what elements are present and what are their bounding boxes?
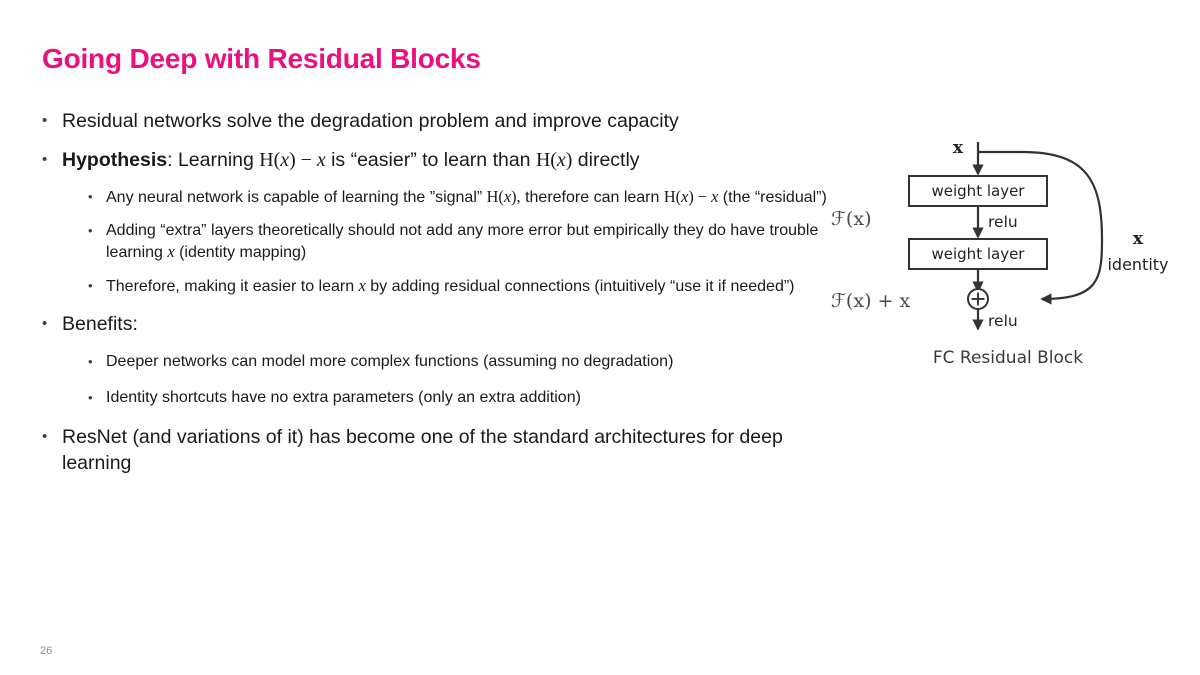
hypothesis-text-b: is “easier” to learn than [325,149,536,171]
sub-bullet-text: Deeper networks can model more complex f… [106,353,674,370]
weight-layer-1-label: weight layer [932,182,1026,200]
math-h-close: ) [565,149,573,171]
weight-layer-2-label: weight layer [932,245,1026,263]
bullet-text: Residual networks solve the degradation … [62,110,679,132]
relu-label-2: relu [988,312,1018,330]
sub-bullet-any-neural-network: • Any neural network is capable of learn… [40,186,830,209]
sub-bullet-identity-shortcuts: • Identity shortcuts have no extra param… [40,387,830,409]
bullet-marker: • [42,428,48,445]
sub1-text-b: therefore can learn [520,189,664,206]
sub1-text-a: Any neural network is capable of learnin… [106,189,487,206]
bullet-item-residual-networks: • Residual networks solve the degradatio… [40,108,830,134]
bullet-text: ResNet (and variations of it) has become… [62,426,783,474]
figure-caption: FC Residual Block [932,348,1084,368]
math-var-x: x [556,149,566,171]
sub2-text-a: Adding “extra” layers theoretically shou… [106,221,819,262]
math-var-x: x [316,149,326,171]
page-title: Going Deep with Residual Blocks [42,43,481,74]
sub-bullet-text: Identity shortcuts have no extra paramet… [106,388,581,406]
math-h-open: H( [663,187,682,206]
sub1-text-c: (the “residual”) [718,189,827,206]
weight-layer-box-2 [908,238,1048,270]
bullet-marker: • [88,389,93,405]
math-var-x: x [681,187,689,206]
sub3-text-b: by adding residual connections (intuitiv… [365,277,795,295]
math-var-x: x [358,275,366,295]
bullet-marker: • [88,354,93,369]
bullet-marker: • [42,315,48,332]
math-var-x: x [503,187,512,206]
sub-bullet-adding-extra-layers: • Adding “extra” layers theoretically sh… [40,220,830,264]
relu-label-1: relu [988,213,1018,231]
skip-connection-curve [978,150,1104,305]
math-h-open: H( [259,149,281,171]
input-x-label: x [953,138,964,158]
bullet-marker: • [88,222,93,238]
sub-bullet-text: Therefore, making it easier to learn x b… [106,275,830,298]
bullet-marker: • [88,189,93,204]
sub-bullet-therefore-easier: • Therefore, making it easier to learn x… [40,275,830,298]
identity-label: identity [1107,255,1168,274]
bullet-marker: • [42,112,48,129]
bullet-item-resnet: • ResNet (and variations of it) has beco… [40,424,830,476]
math-h-open: H( [486,187,504,206]
bullet-marker: • [42,151,48,168]
math-h-close-minus: ) − [289,149,317,171]
bullet-item-hypothesis: • Hypothesis: Learning H(x) − x is “easi… [40,147,830,173]
f-of-x-plus-x-label: ℱ(x) + x [831,290,910,312]
bullet-marker: • [88,277,93,293]
math-h-open: H( [535,149,557,171]
math-h-close: ), [511,187,521,206]
sub-bullet-text: Any neural network is capable of learnin… [106,186,830,209]
page-number: 26 [40,645,53,657]
bullet-list: • Residual networks solve the degradatio… [40,108,830,489]
hypothesis-text-a: : Learning [167,149,260,171]
math-var-x: x [167,242,175,261]
math-var-x: x [711,187,719,206]
weight-layer-box-1 [908,175,1048,207]
math-var-x: x [280,149,290,171]
identity-x-label: x [1133,229,1144,249]
f-of-x-label: ℱ(x) [831,208,871,230]
hypothesis-label: Hypothesis [62,149,168,171]
sub-bullet-deeper-networks: • Deeper networks can model more complex… [40,351,830,373]
hypothesis-text-c: directly [572,149,640,171]
math-h-close-minus: ) − [688,187,712,206]
residual-block-diagram: weight layer relu weight layer relu x ℱ(… [826,130,1190,380]
sub2-text-b: (identity mapping) [174,244,307,261]
sub-bullet-text: Adding “extra” layers theoretically shou… [106,220,830,264]
bullet-text: Benefits: [62,313,138,335]
bullet-item-benefits: • Benefits: [40,311,830,337]
bullet-text: Hypothesis: Learning H(x) − x is “easier… [62,147,830,173]
sub3-text-a: Therefore, making it easier to learn [106,277,359,295]
